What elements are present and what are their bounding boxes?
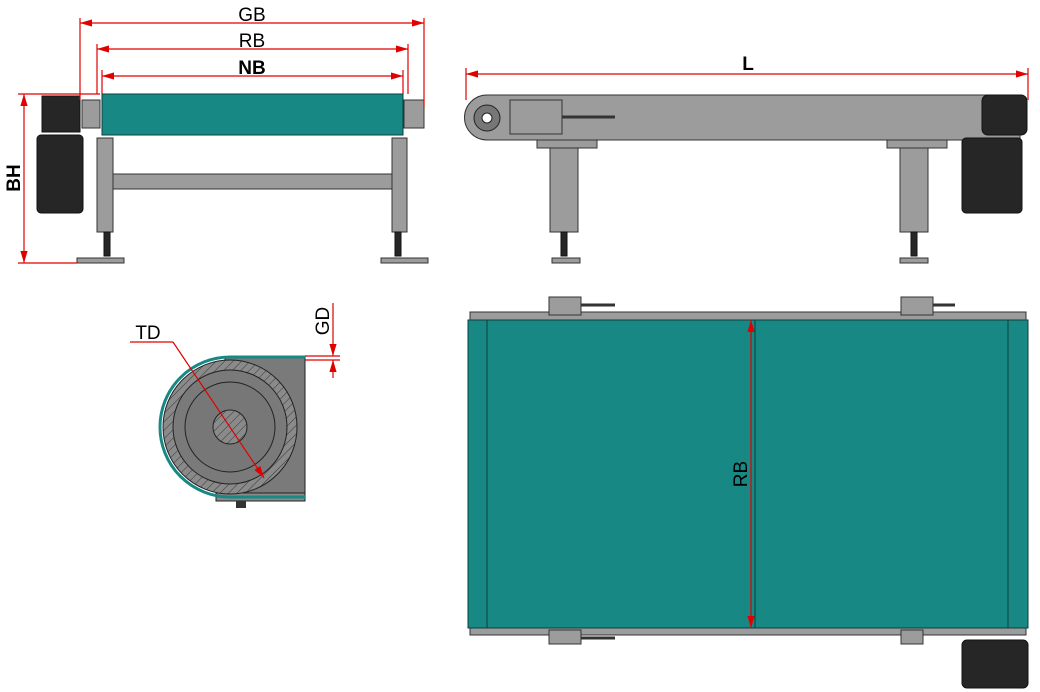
drum-roller (101, 93, 404, 136)
tensioner-plate (509, 99, 563, 135)
leg-right (391, 137, 408, 233)
label-rb: RB (239, 31, 265, 52)
side-leg-right (899, 147, 929, 233)
label-gd: GD (313, 307, 334, 336)
foot-screw-right (394, 231, 402, 257)
label-rb-top: RB (731, 461, 752, 487)
foot-plate-right (380, 257, 429, 264)
side-motor (961, 137, 1023, 214)
label-l: L (742, 54, 754, 75)
top-view: RB (467, 296, 1029, 689)
bearing-right (403, 99, 425, 129)
foot-screw-left (103, 231, 111, 257)
belt-wrap (158, 355, 305, 499)
front-view: GB RB NB BH (4, 5, 429, 264)
bearing-left (81, 99, 101, 129)
foot-plate-left (76, 257, 125, 264)
label-bh: BH (4, 164, 25, 191)
label-nb: NB (238, 58, 265, 79)
section-view: TD GD (130, 303, 340, 508)
cross-brace (112, 173, 393, 190)
side-gearbox (981, 94, 1028, 136)
label-td: TD (135, 323, 160, 344)
conveyor-frame (464, 94, 1021, 141)
motor (36, 134, 84, 214)
label-gb: GB (238, 5, 265, 26)
gearbox (41, 95, 81, 133)
side-view: L (464, 54, 1029, 264)
top-motor (961, 639, 1029, 689)
leg-left (96, 137, 114, 233)
side-leg-left (549, 147, 579, 233)
dim-line-td (172, 341, 265, 479)
